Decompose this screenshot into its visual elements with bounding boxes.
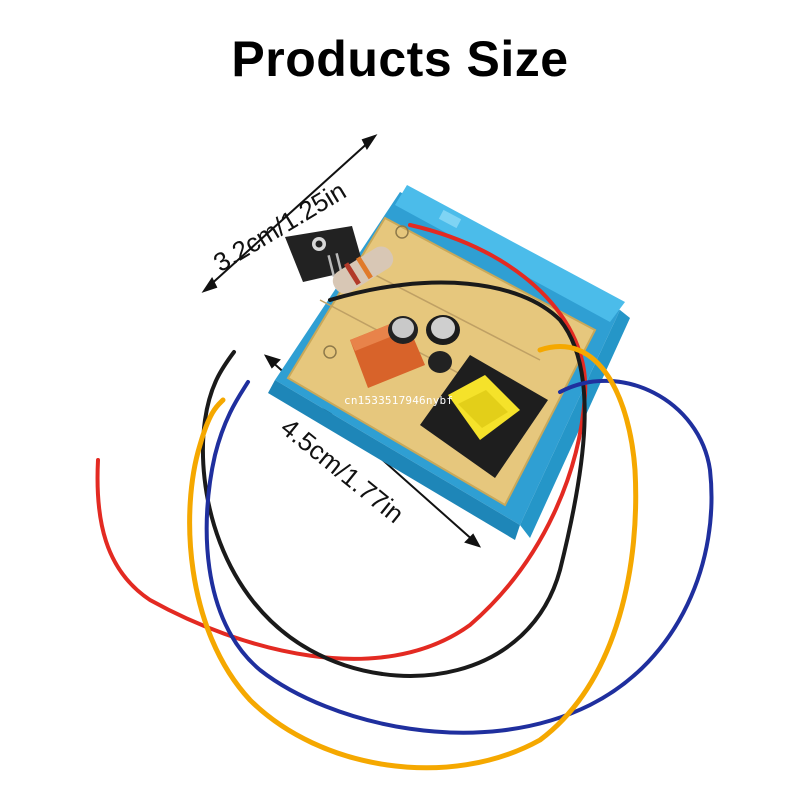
page-title: Products Size <box>231 31 569 87</box>
yellow-wire <box>187 344 639 771</box>
transformer-component <box>420 355 548 478</box>
red-wire <box>95 223 588 661</box>
wire-bundle <box>95 223 714 771</box>
black-wire <box>200 280 587 678</box>
electrolytic-capacitors <box>388 315 460 373</box>
resistor-component <box>332 246 394 294</box>
watermark-text: cn1533517946nybf <box>344 394 454 407</box>
blue-wire <box>204 378 714 735</box>
width-dimension-arrow <box>201 134 378 293</box>
